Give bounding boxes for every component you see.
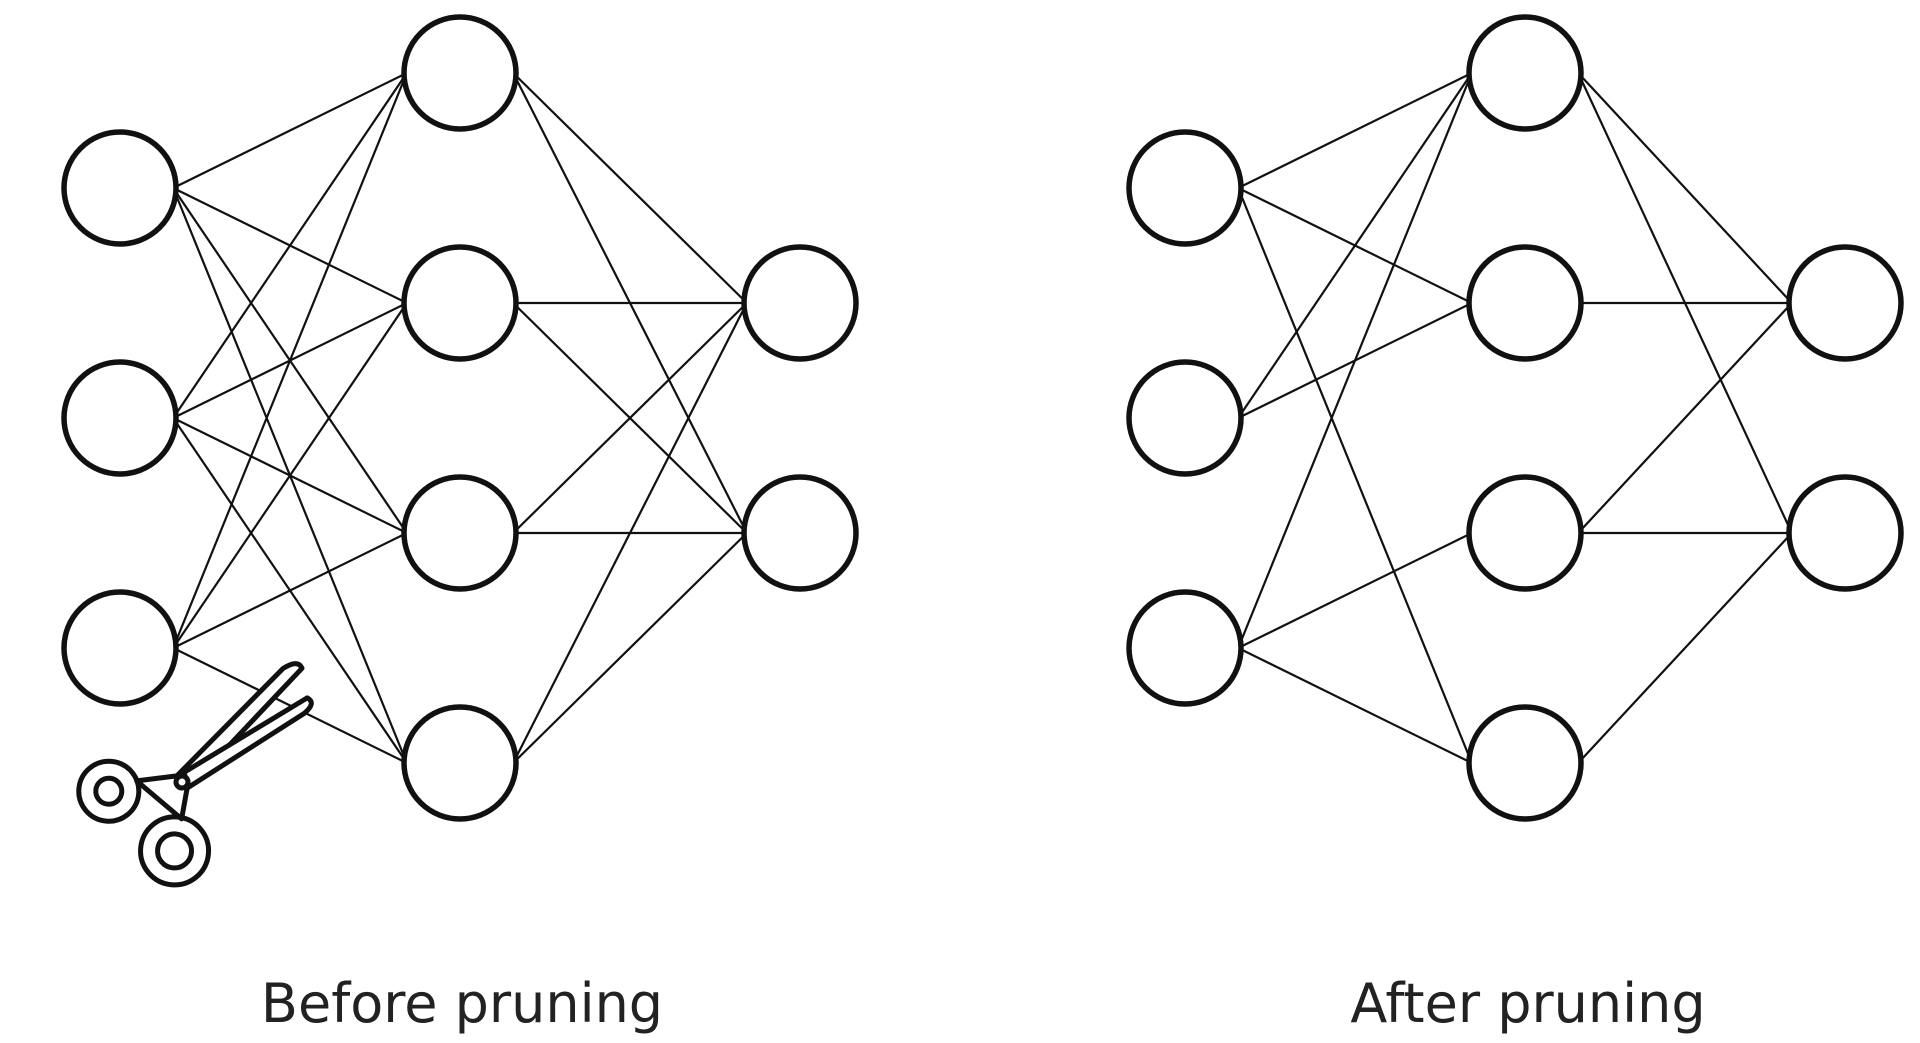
hidden-node: [401, 14, 519, 132]
input-node: [1126, 359, 1244, 477]
after-pruning-caption: After pruning: [1350, 972, 1705, 1035]
output-node: [1786, 474, 1904, 592]
hidden-node: [1466, 244, 1584, 362]
hidden-node: [1466, 704, 1584, 822]
output-node: [741, 474, 859, 592]
connection-edge: [1237, 71, 1473, 420]
output-node: [1786, 244, 1904, 362]
connection-edge: [172, 71, 408, 190]
connection-edge: [1237, 186, 1473, 765]
connection-edge: [512, 531, 748, 765]
hidden-node: [1466, 474, 1584, 592]
input-node: [61, 359, 179, 477]
hidden-node: [401, 244, 519, 362]
connection-edge: [172, 531, 408, 650]
input-node: [61, 129, 179, 247]
hidden-node: [1466, 14, 1584, 132]
before-pruning-caption: Before pruning: [261, 972, 663, 1035]
output-node: [741, 244, 859, 362]
connection-edge: [1237, 71, 1473, 650]
hidden-node: [401, 704, 519, 822]
connection-edge: [1237, 531, 1473, 650]
scissors-icon: [76, 661, 314, 888]
connection-edge: [512, 71, 748, 305]
input-node: [1126, 129, 1244, 247]
input-node: [1126, 589, 1244, 707]
connection-edge: [512, 301, 748, 535]
connection-edge: [1237, 646, 1473, 765]
before-pruning-network: [61, 14, 859, 822]
connection-edge: [1577, 531, 1793, 765]
input-node: [61, 589, 179, 707]
after-pruning-network: [1126, 14, 1904, 822]
connection-edge: [1237, 71, 1473, 190]
connection-edge: [172, 71, 408, 420]
connection-edge: [512, 301, 748, 765]
hidden-node: [401, 474, 519, 592]
connection-edge: [1577, 301, 1793, 535]
connection-edge: [1577, 71, 1793, 305]
connection-edge: [172, 71, 408, 650]
connection-edge: [172, 301, 408, 650]
